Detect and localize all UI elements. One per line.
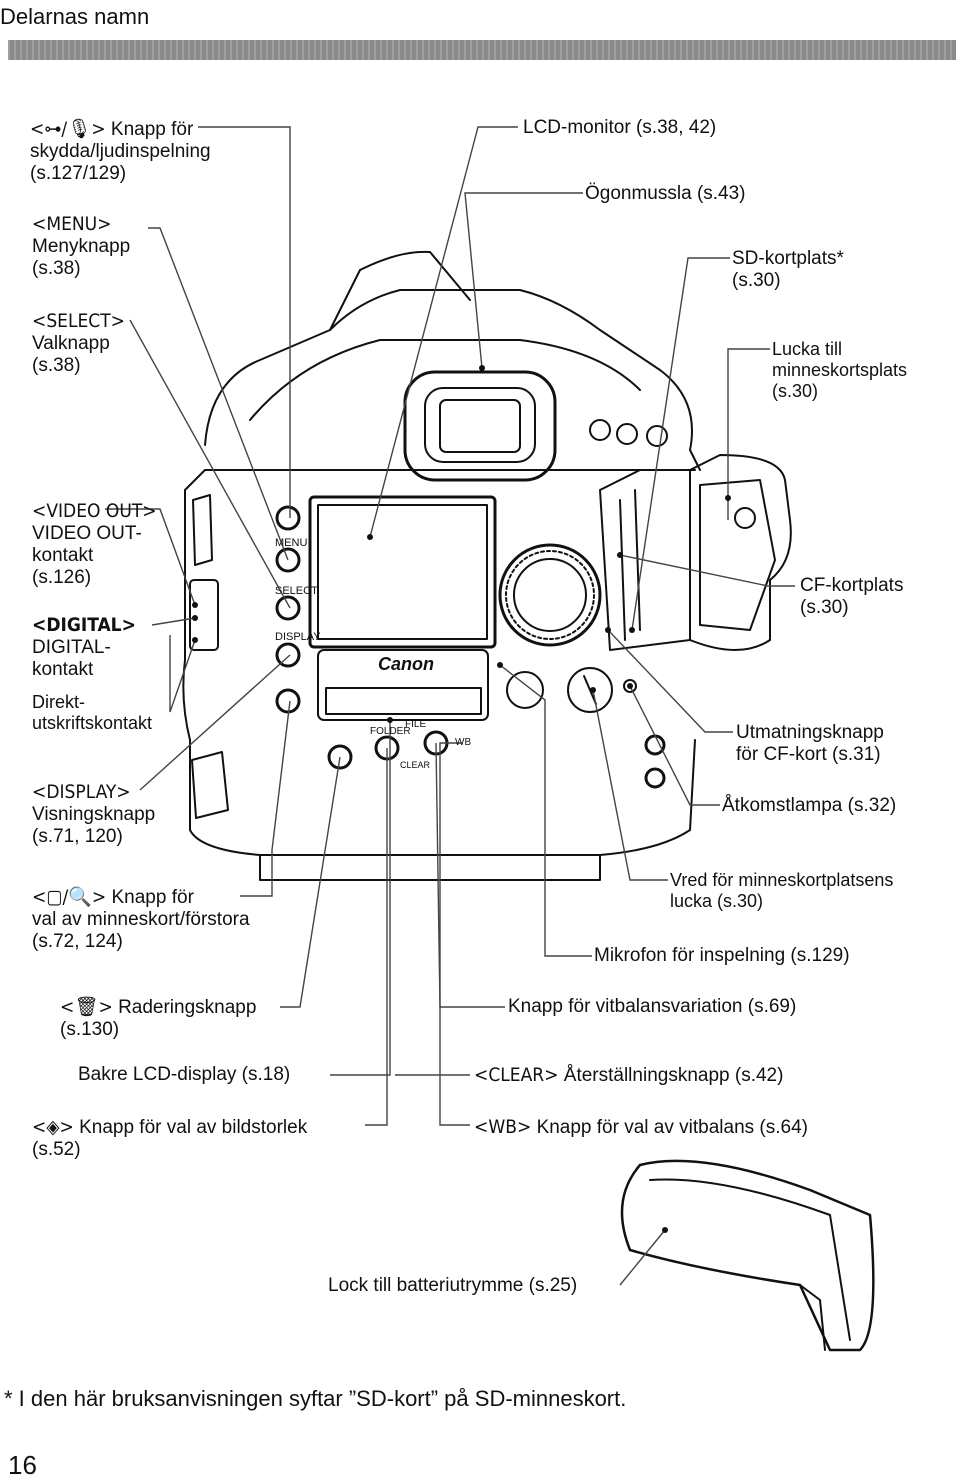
lcd-monitor-text: LCD-monitor (s.38, 42): [523, 117, 717, 138]
img-size-text: Knapp för val av bildstorlek: [79, 1117, 308, 1138]
cf-slot-text: CF-kortplats: [800, 575, 904, 596]
page-header-title: Delarnas namn: [0, 4, 150, 29]
label-cf-slot: CF-kortplats (s.30): [800, 575, 903, 619]
card-cover-line3: (s.30): [772, 381, 819, 401]
video-line2: VIDEO OUT-: [32, 523, 142, 544]
cover-dial-line2: lucka (s.30): [670, 891, 764, 911]
video-code: <VIDEO OUT>: [32, 500, 157, 522]
label-sd-slot: SD-kortplats* (s.30): [732, 248, 844, 292]
video-line4: (s.126): [32, 567, 92, 588]
label-erase: <🗑> Raderingsknapp (s.130): [60, 996, 256, 1041]
label-card-cover: Lucka till minneskortsplats (s.30): [772, 339, 907, 402]
wb-printed-label: WB: [455, 737, 471, 748]
clear-code: <CLEAR>: [474, 1064, 559, 1086]
label-lcd-monitor: LCD-monitor (s.38, 42): [523, 117, 716, 139]
wb-text: Knapp för val av vitbalans (s.64): [536, 1117, 808, 1138]
label-select: <SELECT> Valknapp (s.38): [32, 310, 125, 377]
label-display: <DISPLAY> Visningsknapp (s.71, 120): [32, 781, 155, 848]
card-zoom-text: Knapp för: [111, 887, 194, 908]
footnote: * I den här bruksanvisningen syftar ”SD-…: [4, 1386, 627, 1411]
img-size-code: <◈>: [32, 1116, 74, 1138]
display-line3: (s.71, 120): [32, 826, 123, 847]
erase-line2: (s.130): [60, 1019, 120, 1040]
select-line2: Valknapp: [32, 333, 110, 354]
digital-line4: Direkt-: [32, 692, 85, 712]
wb-code: <WB>: [474, 1116, 532, 1138]
page-number: 16: [8, 1450, 37, 1480]
menu-code: <MENU>: [32, 213, 112, 235]
card-zoom-line3: (s.72, 124): [32, 931, 123, 952]
select-code: <SELECT>: [32, 310, 125, 332]
img-size-line2: (s.52): [32, 1139, 81, 1160]
label-eyecup: Ögonmussla (s.43): [585, 183, 746, 205]
label-image-size: <◈> Knapp för val av bildstorlek (s.52): [32, 1116, 307, 1161]
menu-line2: Menyknapp: [32, 236, 131, 257]
digital-code: <DIGITAL>: [32, 614, 136, 636]
display-code: <DISPLAY>: [32, 781, 131, 803]
lcd-tab-folder: FOLDER: [370, 726, 411, 737]
card-zoom-line2: val av minneskort/förstora: [32, 909, 250, 930]
erase-code: <🗑>: [60, 996, 113, 1018]
menu-line3: (s.38): [32, 258, 81, 279]
label-card-zoom: <▢/🔍> Knapp för val av minneskort/försto…: [32, 886, 250, 953]
lcd-tab-file: FILE: [405, 719, 426, 730]
label-access-lamp: Åtkomstlampa (s.32): [722, 795, 896, 817]
display-button-label: DISPLAY: [275, 631, 321, 643]
protect-line3: (s.127/129): [30, 163, 127, 184]
label-protect: <⊶/🎙> Knapp för skydda/ljudinspelning (s…: [30, 118, 211, 185]
eyecup-text: Ögonmussla (s.43): [585, 183, 746, 204]
label-wb: <WB> Knapp för val av vitbalans (s.64): [474, 1116, 808, 1139]
label-mic: Mikrofon för inspelning (s.129): [594, 945, 850, 967]
label-digital: <DIGITAL> DIGITAL- kontakt: [32, 614, 136, 681]
select-button-label: SELECT: [275, 585, 318, 597]
rear-lcd-text: Bakre LCD-display (s.18): [78, 1064, 291, 1085]
digital-line3: kontakt: [32, 659, 94, 680]
cf-eject-text: Utmatningsknapp: [736, 722, 884, 743]
clear-text: Återställningsknapp (s.42): [563, 1065, 784, 1086]
label-cover-dial: Vred för minneskortplatsens lucka (s.30): [670, 870, 893, 912]
clear-printed-label: CLEAR: [400, 760, 431, 770]
brand-logo: Canon: [378, 654, 434, 674]
protect-code: <⊶/🎙>: [30, 118, 106, 140]
select-line3: (s.38): [32, 355, 81, 376]
cf-slot-line2: (s.30): [800, 597, 849, 618]
sd-slot-line2: (s.30): [732, 270, 781, 291]
mic-text: Mikrofon för inspelning (s.129): [594, 945, 850, 966]
card-cover-text: Lucka till: [772, 339, 843, 359]
label-cf-eject: Utmatningsknapp för CF-kort (s.31): [736, 722, 884, 766]
wb-bracket-text: Knapp för vitbalansvariation (s.69): [508, 996, 797, 1017]
erase-text: Raderingsknapp: [118, 997, 257, 1018]
header-bar: [8, 40, 956, 60]
label-menu: <MENU> Menyknapp (s.38): [32, 213, 130, 280]
label-wb-bracket: Knapp för vitbalansvariation (s.69): [508, 996, 796, 1018]
label-battery-cover: Lock till batteriutrymme (s.25): [328, 1275, 577, 1297]
card-zoom-code: <▢/🔍>: [32, 886, 107, 908]
protect-text: Knapp för: [110, 119, 194, 140]
card-cover-line2: minneskortsplats: [772, 360, 908, 380]
label-clear: <CLEAR> Återställningsknapp (s.42): [474, 1064, 783, 1087]
label-video-out: <VIDEO OUT> VIDEO OUT- kontakt (s.126): [32, 500, 157, 589]
access-lamp-text: Åtkomstlampa (s.32): [722, 795, 897, 816]
digital-line5: utskriftskontakt: [32, 713, 153, 733]
sd-slot-text: SD-kortplats*: [732, 248, 844, 269]
video-line3: kontakt: [32, 545, 94, 566]
menu-button-label: MENU: [275, 537, 307, 549]
protect-line2: skydda/ljudinspelning: [30, 141, 211, 162]
label-direct-print: Direkt- utskriftskontakt: [32, 692, 152, 734]
cf-eject-line2: för CF-kort (s.31): [736, 744, 881, 765]
cover-dial-text: Vred för minneskortplatsens: [670, 870, 894, 890]
digital-line2: DIGITAL-: [32, 637, 111, 658]
battery-cover-text: Lock till batteriutrymme (s.25): [328, 1275, 578, 1296]
label-rear-lcd: Bakre LCD-display (s.18): [78, 1064, 290, 1086]
display-line2: Visningsknapp: [32, 804, 156, 825]
